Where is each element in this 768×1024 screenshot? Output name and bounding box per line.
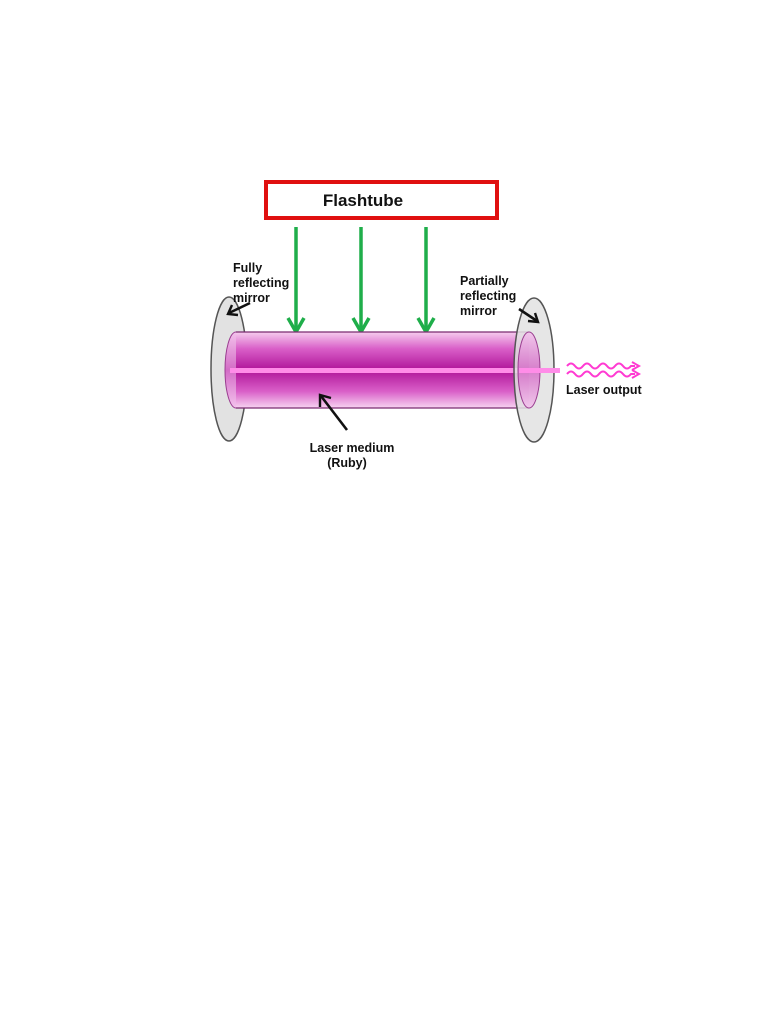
output-wave-arrowhead-top: [631, 361, 642, 371]
wave-arrow-icon: [566, 361, 642, 379]
pointer-arrow-icon: [319, 395, 349, 431]
label-laser-output: Laser output: [566, 383, 643, 397]
label-partially-reflecting-mirror: Partially reflecting mirror: [460, 274, 516, 318]
pointer-arrow-icon-head: [318, 393, 332, 407]
label-line: mirror: [233, 291, 270, 305]
flashtube-box: [264, 180, 499, 220]
flashtube: Flashtube: [264, 180, 499, 220]
pointer-arrow-icon: [228, 301, 251, 315]
output-wave-top: [566, 362, 635, 370]
label-line: Fully: [233, 261, 262, 275]
pointer-arrow-icon-head: [527, 312, 540, 324]
label-line: mirror: [460, 304, 497, 318]
label-line: Partially: [460, 274, 509, 288]
pointer-arrows: [226, 301, 540, 431]
label-line: (Ruby): [327, 456, 367, 470]
label-line: reflecting: [460, 289, 516, 303]
laser-beam: [230, 368, 560, 373]
output-wave-bottom: [566, 370, 635, 378]
label-fully-reflecting-mirror: Fully reflecting mirror: [233, 261, 289, 305]
label-laser-medium: Laser medium (Ruby): [310, 441, 395, 470]
laser-rod: [230, 331, 560, 409]
label-line: Laser medium: [310, 441, 395, 455]
pointer-arrow-icon: [518, 307, 538, 323]
output-wave-arrowhead-bottom: [631, 369, 642, 379]
label-line: reflecting: [233, 276, 289, 290]
pointer-arrow-icon-head: [226, 304, 239, 317]
partially-reflecting-mirror: [513, 297, 560, 443]
pump-arrows: [286, 227, 436, 336]
laser-beam-exit: [519, 368, 560, 373]
flashtube-label: Flashtube: [323, 191, 403, 210]
